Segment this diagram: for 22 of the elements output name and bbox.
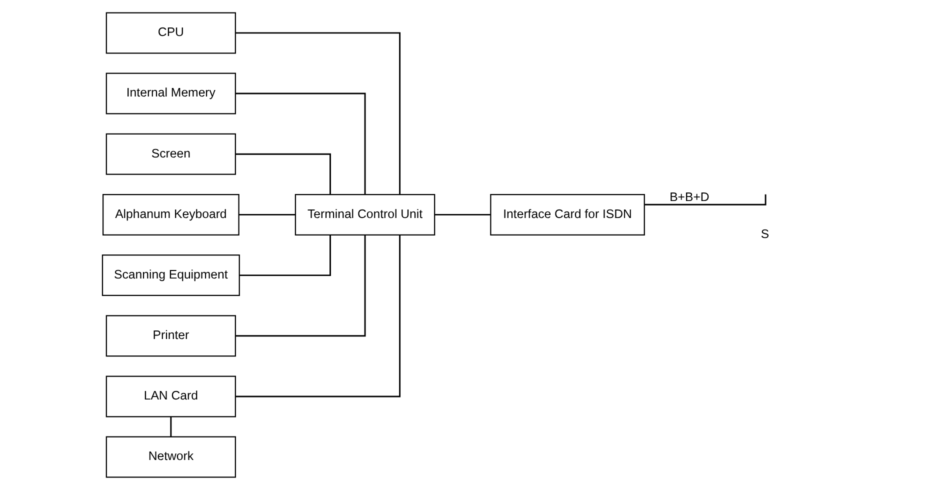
connector xyxy=(235,235,400,398)
connector xyxy=(235,153,330,194)
connector xyxy=(238,235,330,276)
edge-label: B+B+D xyxy=(669,190,709,204)
connector xyxy=(235,235,366,337)
node-box: Alphanum Keyboard xyxy=(102,194,239,236)
node-box: LAN Card xyxy=(105,376,236,418)
node-box: Network xyxy=(105,436,236,478)
node-box: CPU xyxy=(105,12,236,54)
connector xyxy=(434,214,490,216)
connector xyxy=(235,92,366,194)
node-box: Internal Memery xyxy=(105,72,236,114)
label: S xyxy=(760,227,769,242)
node-box: Printer xyxy=(105,315,236,357)
node-box: Terminal Control Unit xyxy=(294,194,435,236)
node-box: Screen xyxy=(105,133,236,175)
node-box: Interface Card for ISDN xyxy=(490,194,644,236)
connector xyxy=(235,32,400,194)
connector xyxy=(170,416,172,437)
connector xyxy=(644,194,766,206)
connector xyxy=(238,214,295,216)
node-box: Scanning Equipment xyxy=(101,254,240,296)
